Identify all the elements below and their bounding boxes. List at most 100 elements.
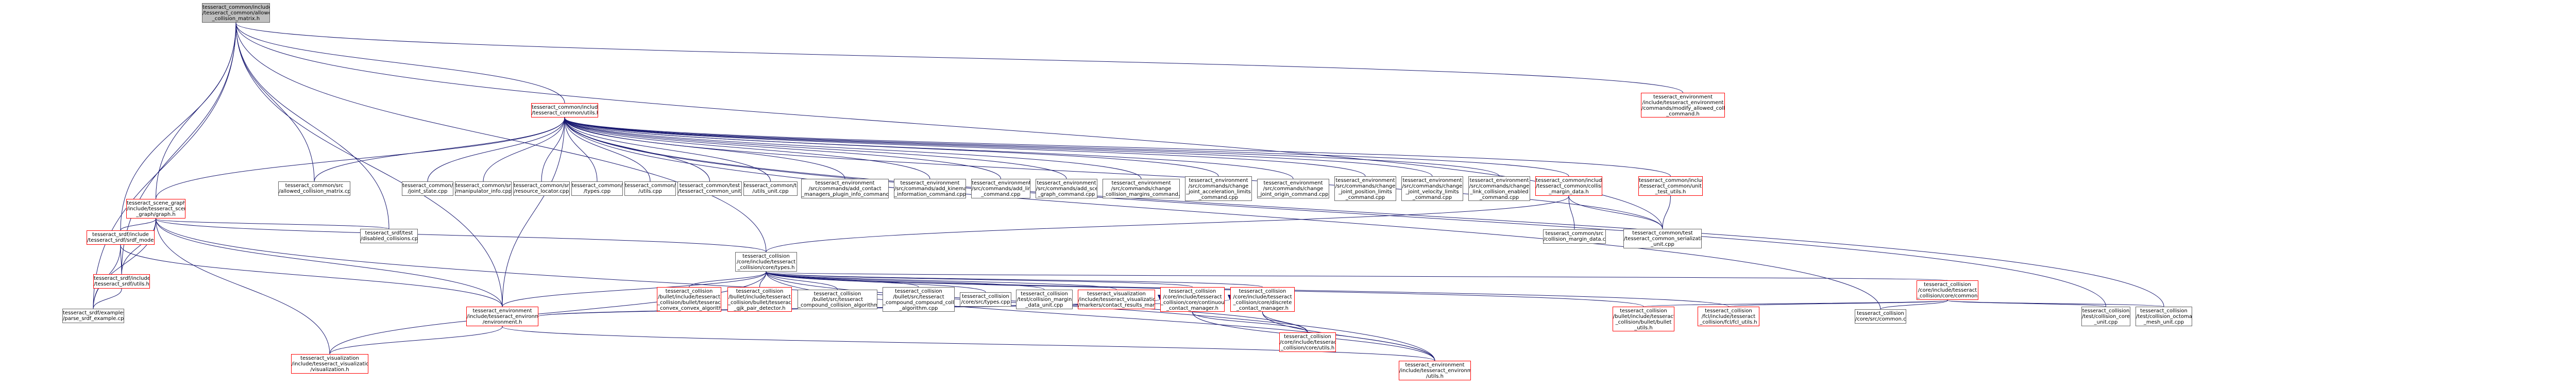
node-manipulator-info-cpp[interactable]: tesseract_common/src /manipulator_info.c… <box>455 181 512 196</box>
edge-utils-uth <box>562 113 1671 177</box>
node-add-scene-graph-command-cpp[interactable]: tesseract_environment /src/commands/add_… <box>1036 179 1097 198</box>
edge-utils-ty <box>562 113 598 182</box>
edge-utils-tcore <box>562 113 2106 307</box>
node-common-utils-h[interactable]: tesseract_common/include /tesseract_comm… <box>531 103 598 118</box>
edge-utils-ut <box>562 113 651 182</box>
edge-root-manip <box>233 18 1683 93</box>
edge-cc-toct <box>1945 295 2164 307</box>
node-environment-h[interactable]: tesseract_environment /include/tesseract… <box>466 307 538 326</box>
node-change-collision-margins-command-cpp[interactable]: tesseract_environment /src/commands/chan… <box>1103 179 1180 198</box>
edge-root-srdfu <box>121 18 239 275</box>
edge-root-sg <box>156 18 239 199</box>
node-collision-margin-data-unit-cpp[interactable]: tesseract_collision /test/collision_marg… <box>1016 290 1073 309</box>
edge-utils-c2 <box>562 113 930 179</box>
edge-cc-ccpp <box>1880 295 1950 310</box>
node-change-joint-acceleration-limits-command-cpp[interactable]: tesseract_environment /src/commands/chan… <box>1185 176 1252 201</box>
edge-srdfm-env <box>118 240 503 307</box>
edge-uth-tsu <box>1662 191 1673 229</box>
node-change-joint-position-limits-command-cpp[interactable]: tesseract_environment /src/commands/chan… <box>1334 176 1396 201</box>
node-collision-core-common-cpp[interactable]: tesseract_collision /core/src/common.cpp <box>1855 309 1906 324</box>
node-fcl-utils-h[interactable]: tesseract_collision /fcl/include/tessera… <box>1698 307 1759 326</box>
node-joint-state-cpp[interactable]: tesseract_common/src /joint_state.cpp <box>402 181 453 196</box>
edge-sg-env <box>154 214 503 307</box>
node-tesseract-gjk-pair-detector-h[interactable]: tesseract_collision /bullet/include/tess… <box>727 287 792 312</box>
edge-env-eu <box>500 322 1435 361</box>
node-resource-locator-cpp[interactable]: tesseract_common/src /resource_locator.c… <box>513 181 570 196</box>
node-scene-graph-graph-h[interactable]: tesseract_scene_graph /include/tesseract… <box>126 199 185 219</box>
node-srdf-model-h[interactable]: tesseract_srdf/include /tesseract_srdf/s… <box>87 230 155 245</box>
node-collision-octomap-mesh-unit-cpp[interactable]: tesseract_collision /test/collision_octo… <box>2136 307 2192 326</box>
node-add-contact-managers-plugin-info-command-cpp[interactable]: tesseract_environment /src/commands/add_… <box>801 179 889 198</box>
node-bullet-utils-h[interactable]: tesseract_collision /bullet/include/tess… <box>1613 307 1674 331</box>
edge-root-dis <box>233 18 389 229</box>
edge-md-tsu <box>1566 191 1663 229</box>
edge-md-ct <box>766 191 1571 253</box>
edge-ct-dcm <box>764 267 1263 288</box>
node-contact-results-marker-h[interactable]: tesseract_visualization /include/tessera… <box>1078 290 1155 309</box>
edge-utils-c4 <box>562 113 1067 179</box>
edge-utils-c7 <box>562 113 1294 179</box>
edge-utils-tcu <box>562 113 710 182</box>
edge-root-acm <box>233 18 315 182</box>
node-allowed-collision-matrix-cpp[interactable]: tesseract_common/src /allowed_collision_… <box>278 181 350 196</box>
edge-utils-c8 <box>562 113 1366 177</box>
node-change-joint-origin-command-cpp[interactable]: tesseract_environment /src/commands/chan… <box>1257 179 1329 198</box>
edge-root-srdfm <box>120 18 239 231</box>
node-srdf-utils-h[interactable]: tesseract_srdf/include /tesseract_srdf/u… <box>93 274 150 289</box>
edge-utils-mi <box>483 113 567 182</box>
edge-cc-fcl <box>1728 295 1950 307</box>
edge-utils-tsu <box>562 113 1663 229</box>
node-tesseract-common-unit-cpp[interactable]: tesseract_common/test /tesseract_common_… <box>677 181 742 196</box>
node-environment-utils-h[interactable]: tesseract_environment /include/tesseract… <box>1399 361 1471 380</box>
edge-root-ct <box>233 18 767 253</box>
edge-root-ex <box>93 18 239 309</box>
edge-md-cmd <box>1566 191 1575 230</box>
node-add-kinematics-information-command-cpp[interactable]: tesseract_environment /src/commands/add_… <box>894 179 966 198</box>
node-utils-cpp[interactable]: tesseract_common/src /utils.cpp <box>624 181 676 196</box>
node-collision-core-common-h[interactable]: tesseract_collision /core/include/tesser… <box>1917 280 1978 300</box>
node-collision-core-unit-cpp[interactable]: tesseract_collision /test/collision_core… <box>2081 307 2130 326</box>
edge-root-env <box>233 18 503 307</box>
node-disabled-collisions-cpp[interactable]: tesseract_srdf/test /disabled_collisions… <box>360 229 418 243</box>
edge-utils-js <box>427 113 567 182</box>
node-tesseract-convex-convex-algorithm-h[interactable]: tesseract_collision /bullet/include/tess… <box>657 287 721 312</box>
edge-sg-eu <box>154 214 1435 361</box>
edge-ct-env <box>502 267 769 307</box>
node-tesseract-compound-collision-algorithm-cpp[interactable]: tesseract_collision /bullet/src/tesserac… <box>798 290 877 309</box>
node-tesseract-common-serialization-unit-cpp[interactable]: tesseract_common/test /tesseract_common_… <box>1623 229 1702 248</box>
node-change-link-collision-enabled-command-cpp[interactable]: tesseract_environment /src/commands/chan… <box>1468 176 1530 201</box>
node-collision-core-utils-h[interactable]: tesseract_collision /core/include/tesser… <box>1279 332 1336 352</box>
node-collision-margin-data-cpp[interactable]: tesseract_common/src /collision_margin_d… <box>1543 229 1606 244</box>
edge-ct-b5 <box>764 267 986 293</box>
edge-sg-dis <box>154 214 389 229</box>
node-collision-core-types-cpp[interactable]: tesseract_collision /core/src/types.cpp <box>960 292 1011 307</box>
node-collision-core-types-h[interactable]: tesseract_collision /core/include/tesser… <box>735 252 797 272</box>
edge-dcm-eu <box>1260 307 1435 361</box>
edge-srdfm-srdfu <box>118 240 123 275</box>
node-change-joint-velocity-limits-command-cpp[interactable]: tesseract_environment /src/commands/chan… <box>1401 176 1463 201</box>
node-utils-unit-cpp[interactable]: tesseract_common/test /utils_unit.cpp <box>743 181 798 196</box>
edge-utils-acm <box>314 113 567 182</box>
node-collision-margin-data-h[interactable]: tesseract_common/include /tesseract_comm… <box>1535 176 1602 196</box>
node-types-cpp[interactable]: tesseract_common/src /types.cpp <box>571 181 623 196</box>
node-allowed-collision-matrix-h: tesseract_common/include /tesseract_comm… <box>202 3 270 23</box>
node-add-link-command-cpp[interactable]: tesseract_environment /src/commands/add_… <box>971 179 1030 198</box>
edge-ct-cc <box>762 267 1948 281</box>
edge-utils-c1 <box>562 113 845 179</box>
edge-ct-b3 <box>764 267 838 290</box>
node-continuous-contact-manager-h[interactable]: tesseract_collision /core/include/tesser… <box>1160 287 1225 312</box>
edge-utils-c3 <box>562 113 1001 179</box>
node-visualization-h[interactable]: tesseract_visualization /include/tessera… <box>291 354 368 374</box>
edge-utils-c5 <box>562 113 1142 179</box>
node-discrete-contact-manager-h[interactable]: tesseract_collision /core/include/tesser… <box>1230 287 1295 312</box>
edge-sg-srdfm <box>120 214 158 231</box>
edge-sg-ct <box>154 214 767 253</box>
node-unit-test-utils-h[interactable]: tesseract_common/include /tesseract_comm… <box>1638 176 1703 196</box>
node-parse-srdf-example-cpp[interactable]: tesseract_srdf/examples /parse_srdf_exam… <box>62 309 124 323</box>
node-tesseract-compound-compound-collision-algorithm-cpp[interactable]: tesseract_collision /bullet/src/tesserac… <box>883 287 955 312</box>
edge-sg-vis <box>154 214 330 355</box>
edge-ccm-cu <box>1190 307 1308 333</box>
node-modify-allowed-collisions-command-h[interactable]: tesseract_environment /include/tesseract… <box>1641 93 1725 118</box>
edge-cc-tcore <box>1945 295 2106 307</box>
